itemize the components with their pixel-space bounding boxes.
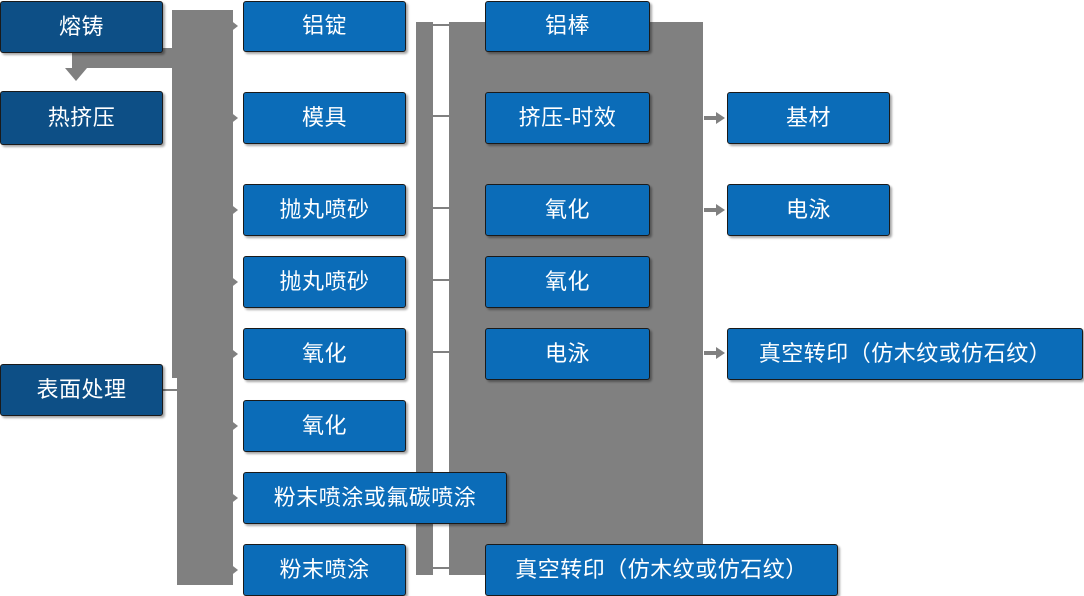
connector-rail-tick-6 <box>433 567 457 569</box>
step-label-a3: 抛丸喷砂 <box>279 196 370 222</box>
connector-stage-trunk-upper <box>72 48 173 68</box>
stage-box-surface-treatment[interactable]: 表面处理 <box>0 364 163 416</box>
connector-rail-tick-1 <box>433 24 457 26</box>
stage-label-surface-treatment: 表面处理 <box>36 376 127 402</box>
step-box-a1[interactable]: 铝锭 <box>243 1 406 52</box>
connector-arrow-to-a1 <box>224 15 238 37</box>
connector-arrow-to-o1 <box>704 112 725 124</box>
stage-box-melting-casting[interactable]: 熔铸 <box>0 1 163 53</box>
connector-fan-trunk <box>172 10 233 378</box>
output-box-o1[interactable]: 基材 <box>727 92 890 144</box>
connector-rail-tick-2 <box>433 115 457 117</box>
step-label-a6: 氧化 <box>301 412 347 438</box>
step-box-b1[interactable]: 铝棒 <box>485 1 650 52</box>
output-box-o2[interactable]: 电泳 <box>727 184 890 236</box>
step-label-a2: 模具 <box>301 104 347 130</box>
step-label-b5: 电泳 <box>544 340 590 366</box>
step-label-a1: 铝锭 <box>301 13 347 39</box>
connector-arrow-to-a3 <box>224 199 238 221</box>
connector-arrow-down-to-extrusion <box>65 68 87 81</box>
step-box-a6[interactable]: 氧化 <box>243 400 406 452</box>
step-box-a3[interactable]: 抛丸喷砂 <box>243 184 406 236</box>
step-box-a5[interactable]: 氧化 <box>243 328 406 380</box>
step-box-b3[interactable]: 氧化 <box>485 184 650 236</box>
step-box-b6[interactable]: 真空转印（仿木纹或仿石纹） <box>485 544 838 596</box>
connector-arrow-to-a4 <box>224 271 238 293</box>
step-box-a4[interactable]: 抛丸喷砂 <box>243 256 406 308</box>
step-box-b5[interactable]: 电泳 <box>485 328 650 380</box>
step-box-a2[interactable]: 模具 <box>243 92 406 144</box>
step-label-b4: 氧化 <box>544 268 590 294</box>
connector-arrow-to-a7 <box>224 487 238 509</box>
connector-arrow-to-o2 <box>704 204 725 216</box>
step-label-a8: 粉末喷涂 <box>279 556 370 582</box>
connector-rail-tick-4 <box>433 279 457 281</box>
step-label-a4: 抛丸喷砂 <box>279 268 370 294</box>
connector-rail-tick-3 <box>433 207 457 209</box>
connector-line-surface-treatment <box>163 389 179 391</box>
connector-rail-bar <box>416 22 433 575</box>
output-label-o1: 基材 <box>785 104 831 130</box>
step-label-b3: 氧化 <box>544 196 590 222</box>
connector-arrow-to-a6 <box>224 415 238 437</box>
connector-arrow-to-a2 <box>224 107 238 129</box>
output-label-o2: 电泳 <box>785 196 831 222</box>
step-box-b4[interactable]: 氧化 <box>485 256 650 308</box>
step-label-b1: 铝棒 <box>544 13 590 39</box>
output-box-o3[interactable]: 真空转印（仿木纹或仿石纹） <box>727 328 1083 380</box>
step-box-b2[interactable]: 挤压-时效 <box>485 92 650 144</box>
connector-arrow-to-a8 <box>224 559 238 581</box>
output-label-o3: 真空转印（仿木纹或仿石纹） <box>758 340 1052 366</box>
step-label-a5: 氧化 <box>301 340 347 366</box>
step-label-b6: 真空转印（仿木纹或仿石纹） <box>515 556 808 582</box>
connector-arrow-to-a5 <box>224 343 238 365</box>
step-label-a7: 粉末喷涂或氟碳喷涂 <box>273 484 477 510</box>
step-label-b2: 挤压-时效 <box>518 104 617 130</box>
stage-label-melting-casting: 熔铸 <box>58 13 104 39</box>
connector-arrow-to-o3 <box>704 347 725 359</box>
connector-rail-tick-5 <box>433 351 457 353</box>
step-box-a8[interactable]: 粉末喷涂 <box>243 544 406 596</box>
stage-label-hot-extrusion: 热挤压 <box>47 104 116 130</box>
stage-box-hot-extrusion[interactable]: 热挤压 <box>0 91 163 145</box>
connector-fan-trunk-lower <box>177 378 233 585</box>
step-box-a7[interactable]: 粉末喷涂或氟碳喷涂 <box>243 472 507 524</box>
